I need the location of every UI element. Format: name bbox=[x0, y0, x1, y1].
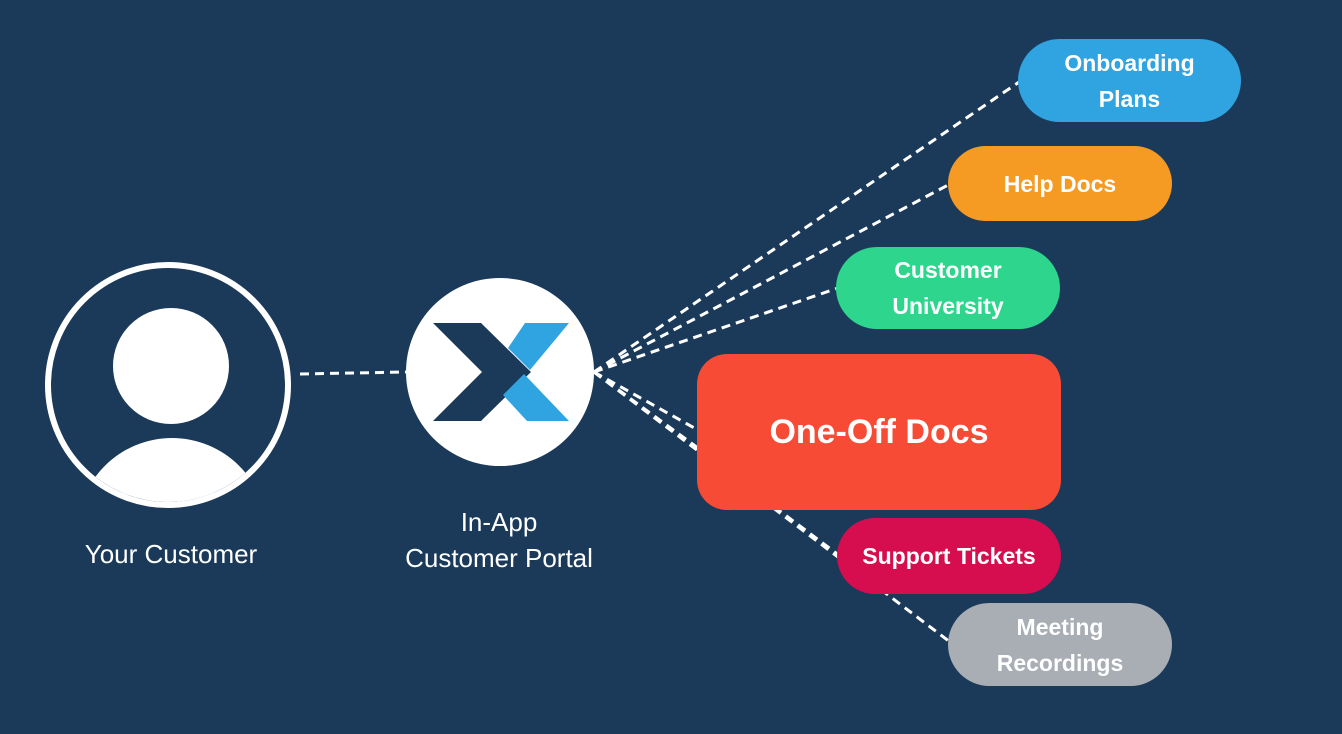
connector-customer-university bbox=[593, 286, 839, 374]
customer-university-line1: Customer bbox=[894, 257, 1002, 283]
connector-onboarding bbox=[593, 78, 1023, 374]
portal-logo-circle bbox=[406, 278, 594, 466]
meeting-recordings-line1: Meeting bbox=[1016, 613, 1104, 640]
help-docs-pill: Help Docs bbox=[948, 146, 1172, 221]
one-off-docs-label: One-Off Docs bbox=[769, 413, 989, 451]
connector-one-off-docs-a bbox=[593, 370, 699, 432]
support-tickets-pill: Support Tickets bbox=[837, 518, 1061, 594]
logo-light-upper bbox=[508, 323, 569, 370]
portal-label: In-App Customer Portal bbox=[386, 504, 612, 576]
onboarding-plans-pill: Onboarding Plans bbox=[1018, 39, 1241, 122]
avatar-body bbox=[77, 438, 267, 502]
customer-university-pill: Customer University bbox=[836, 247, 1060, 329]
customer-university-line2: University bbox=[892, 293, 1004, 319]
help-docs-label: Help Docs bbox=[1003, 170, 1117, 197]
onboarding-plans-line2: Plans bbox=[1098, 85, 1161, 112]
connector-customer-portal bbox=[299, 370, 407, 376]
portal-logo-icon bbox=[433, 323, 569, 421]
avatar-head bbox=[113, 308, 229, 424]
support-tickets-label: Support Tickets bbox=[862, 543, 1036, 569]
customer-label: Your Customer bbox=[84, 539, 258, 569]
one-off-docs-box: One-Off Docs bbox=[697, 354, 1061, 510]
logo-dark-chevron bbox=[433, 323, 531, 421]
meeting-recordings-line2: Recordings bbox=[996, 649, 1124, 676]
logo-light-lower bbox=[503, 374, 569, 421]
onboarding-plans-line1: Onboarding bbox=[1064, 49, 1195, 76]
portal-label-line2: Customer Portal bbox=[405, 543, 593, 573]
customer-avatar-icon bbox=[45, 262, 291, 508]
portal-label-line1: In-App bbox=[460, 507, 538, 537]
meeting-recordings-pill: Meeting Recordings bbox=[948, 603, 1172, 686]
connector-help-docs bbox=[593, 182, 951, 374]
